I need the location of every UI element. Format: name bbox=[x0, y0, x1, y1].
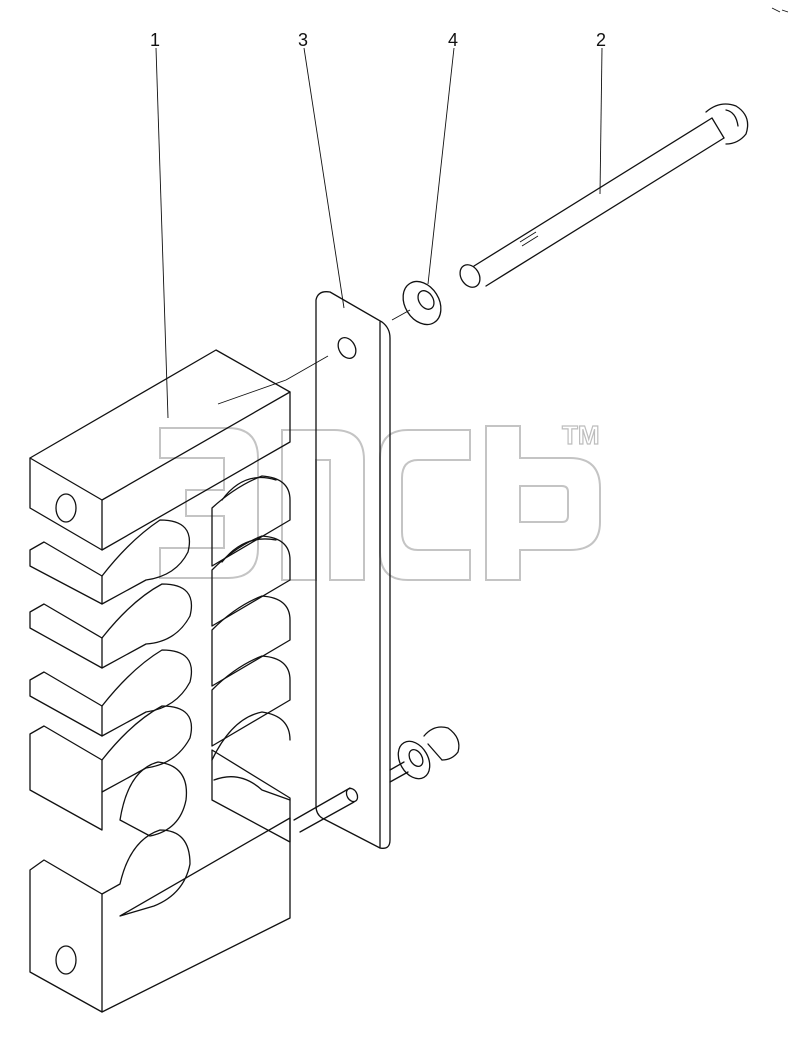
bolt-lower-end bbox=[293, 726, 460, 833]
corner-mark bbox=[771, 7, 789, 13]
callout-3: 3 bbox=[298, 30, 308, 50]
callout-4: 4 bbox=[448, 30, 458, 50]
callout-1: 1 bbox=[150, 30, 160, 50]
bolt-part-2 bbox=[459, 103, 749, 288]
washer-part-4 bbox=[391, 280, 442, 326]
clamp-part-1 bbox=[29, 349, 291, 1013]
trademark-text: TM bbox=[562, 420, 600, 450]
callout-leaders bbox=[155, 47, 603, 419]
callout-2: 2 bbox=[596, 30, 606, 50]
plate-part-3 bbox=[285, 291, 391, 849]
